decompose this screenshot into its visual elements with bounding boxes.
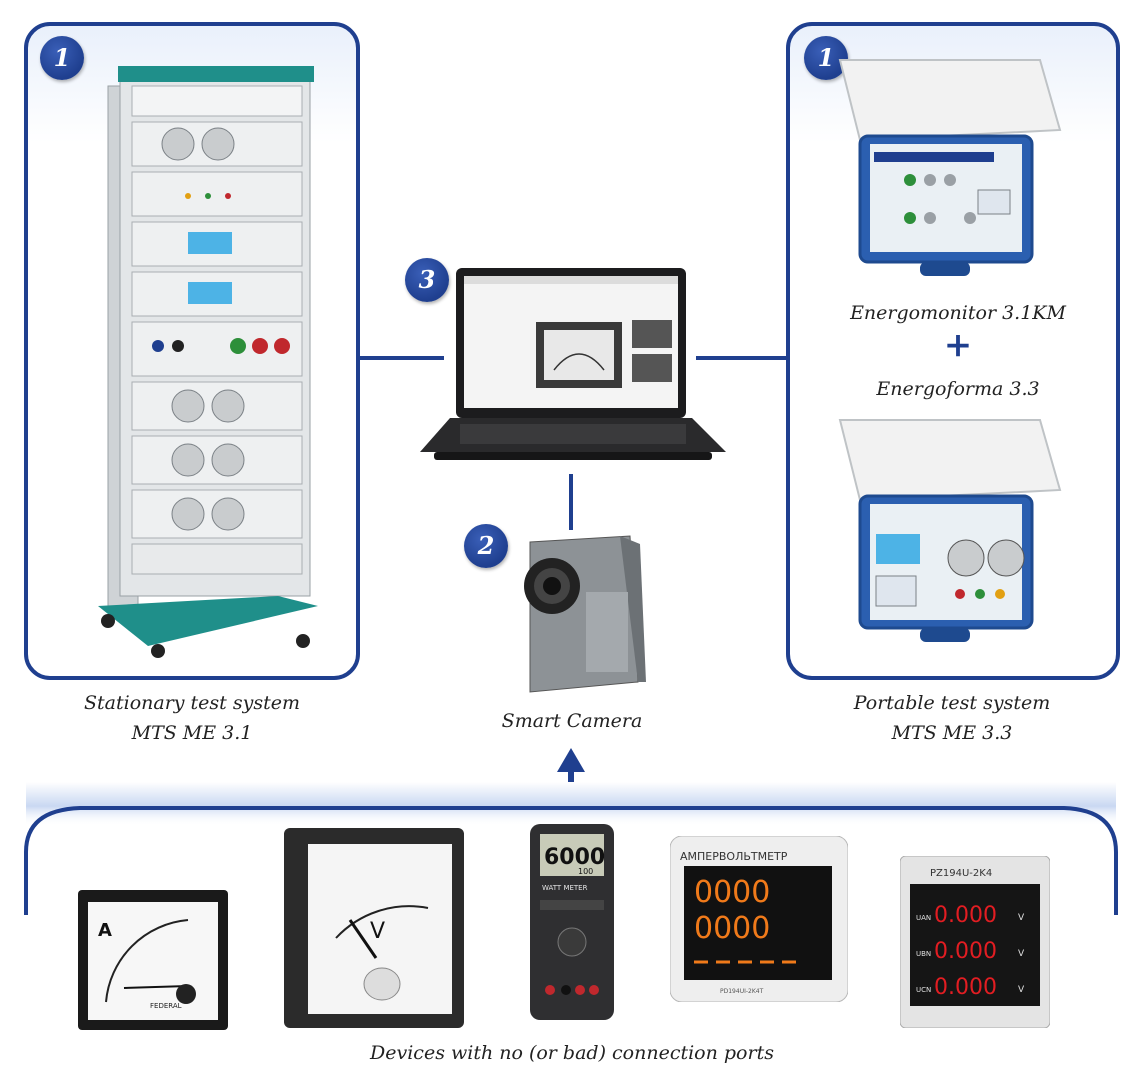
- voltmeter-unit: V: [370, 919, 385, 944]
- connector-line-camera: [569, 474, 573, 530]
- portable-caption-line2: MTS ME 3.3: [891, 722, 1013, 744]
- pz-r1-label: UAN: [916, 914, 931, 922]
- voltmeter-device: V: [284, 828, 464, 1028]
- energoforma-case: [838, 419, 1062, 642]
- ampervoltmeter-title: АМПЕРВОЛЬТМЕТР: [680, 850, 788, 863]
- pz-r3-unit: V: [1018, 985, 1025, 995]
- pz-r3-label: UCN: [916, 986, 931, 994]
- ampervoltmeter-model: PD194UI-2K4T: [720, 988, 764, 995]
- energoforma-label: Energoforma 3.3: [876, 378, 1040, 400]
- pz-r1-value: 0.000: [934, 903, 997, 928]
- pz-r2-value: 0.000: [934, 939, 997, 964]
- ammeter-device: A FEDERAL: [78, 890, 228, 1030]
- wattmeter-display: 6000: [544, 845, 605, 870]
- pz-r3-value: 0.000: [934, 975, 997, 1000]
- devices-caption: Devices with no (or bad) connection port…: [370, 1042, 774, 1064]
- plus-sign: +: [943, 325, 973, 365]
- badge-laptop: 3: [405, 258, 449, 302]
- ampervoltmeter-row1: 0000: [694, 875, 770, 910]
- portable-caption-line1: Portable test system: [853, 692, 1051, 714]
- ampervoltmeter-row2: 0000: [694, 911, 770, 946]
- connector-line-left: [358, 356, 444, 360]
- rack-illustration: [98, 66, 318, 658]
- pz-r2-label: UBN: [916, 950, 931, 958]
- pz-meter-title: PZ194U-2K4: [930, 868, 992, 879]
- smart-camera-illustration: [524, 535, 646, 693]
- devices-bracket: [24, 782, 1118, 915]
- badge-camera: 2: [464, 524, 508, 568]
- energomonitor-case: [838, 59, 1062, 276]
- stationary-panel: [24, 22, 360, 680]
- laptop-illustration: [420, 268, 726, 460]
- pz-r1-unit: V: [1018, 913, 1025, 923]
- badge-portable: 1: [804, 36, 848, 80]
- wattmeter-display-sub: 100: [578, 867, 593, 876]
- badge-stationary: 1: [40, 36, 84, 80]
- connector-line-right: [696, 356, 788, 360]
- pz-r2-unit: V: [1018, 949, 1025, 959]
- camera-caption: Smart Camera: [501, 710, 643, 732]
- arrow-head-icon: [557, 748, 585, 772]
- pz-meter-device: PZ194U-2K4 UAN 0.000 V UBN 0.000 V UCN 0…: [899, 855, 1051, 1029]
- wattmeter-device: 6000 100 WATT METER: [530, 824, 614, 1020]
- stationary-caption-line2: MTS ME 3.1: [131, 722, 253, 744]
- energomonitor-label: Energomonitor 3.1KM: [850, 302, 1066, 324]
- ampervoltmeter-device: АМПЕРВОЛЬТМЕТР 0000 0000 PD194UI-2K4T: [669, 835, 849, 1003]
- wattmeter-title: WATT METER: [542, 884, 588, 892]
- ammeter-brand: FEDERAL: [150, 1002, 182, 1010]
- ammeter-unit: A: [98, 920, 112, 941]
- stationary-caption-line1: Stationary test system: [84, 692, 300, 714]
